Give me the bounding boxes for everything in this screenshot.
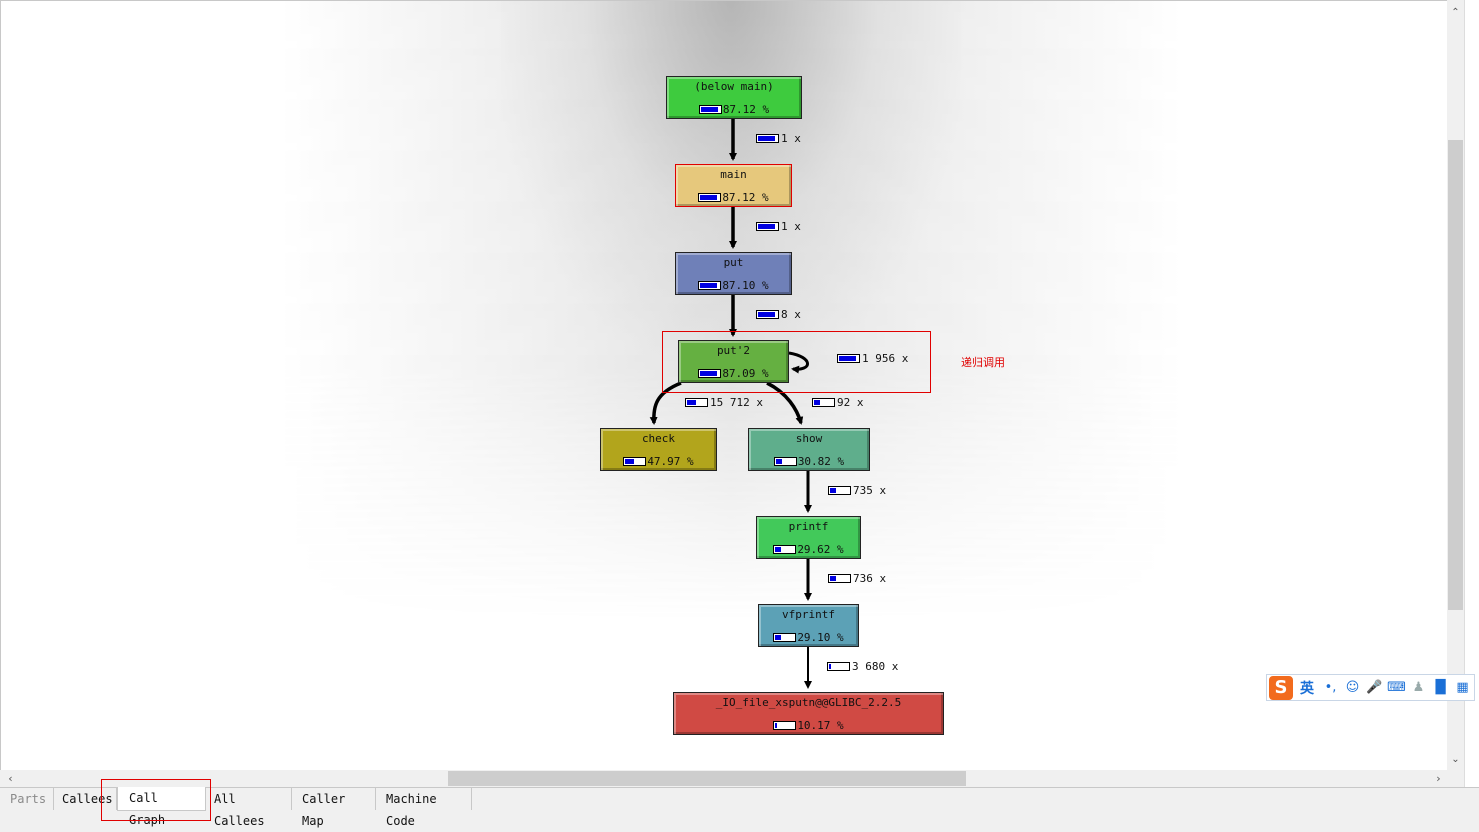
tab-all-callees[interactable]: All Callees	[206, 788, 292, 828]
edge-label[interactable]: 8 x	[756, 308, 801, 321]
node-name: put	[723, 256, 744, 269]
emoji-icon[interactable]: ☺	[1345, 680, 1360, 695]
user-icon[interactable]: ♟	[1412, 680, 1425, 695]
right-panel-edge	[1464, 0, 1479, 787]
recursion-highlight-box	[662, 331, 931, 393]
cost-bar	[698, 105, 722, 114]
scroll-left-icon[interactable]: ‹	[8, 772, 13, 785]
node-cost: 87.12 %	[722, 103, 770, 116]
edge-put2-to-show	[766, 381, 804, 425]
node-io-file-xsputn[interactable]: _IO_file_xsputn@@GLIBC_2.2.5 10.17 %	[673, 692, 944, 735]
edge-label[interactable]: 92 x	[812, 396, 864, 409]
cost-bar	[773, 721, 797, 730]
node-cost: 29.62 %	[797, 543, 844, 556]
node-cost: 87.10 %	[722, 279, 769, 292]
node-check[interactable]: check 47.97 %	[600, 428, 717, 471]
edge-calls: 736 x	[853, 572, 887, 585]
sogou-logo-icon[interactable]: S	[1269, 675, 1293, 700]
edge-label[interactable]: 3 680 x	[827, 660, 898, 673]
horizontal-scrollbar[interactable]: ‹ ›	[0, 770, 1447, 787]
call-bar	[837, 354, 860, 363]
node-name: (below main)	[694, 80, 774, 93]
node-name: vfprintf	[782, 608, 835, 621]
recursion-annotation: 递归调用	[961, 356, 1005, 369]
cost-bar	[773, 457, 797, 466]
tab-bar: Parts Callees Call Graph All Callees Cal…	[0, 779, 1479, 828]
node-cost: 87.12 %	[722, 191, 769, 204]
edge-label[interactable]: 736 x	[828, 572, 886, 585]
menu-grid-icon[interactable]: ▦	[1456, 680, 1469, 695]
node-put2[interactable]: put'2 87.09 %	[678, 340, 789, 383]
call-graph-canvas[interactable]: (below main) 87.12 % main 87.12 % put 87…	[0, 0, 1447, 770]
edge-calls: 3 680 x	[852, 660, 899, 673]
ime-toolbar[interactable]: S 英 •, ☺ 🎤 ⌨ ♟ █ ▦	[1266, 674, 1475, 701]
call-bar	[828, 574, 851, 583]
tab-parts[interactable]: Parts	[2, 788, 54, 810]
edge-calls: 15 712 x	[710, 396, 763, 409]
node-name: printf	[788, 520, 829, 533]
edge-calls: 735 x	[853, 484, 887, 497]
tab-machine-code[interactable]: Machine Code	[376, 788, 472, 828]
node-put[interactable]: put 87.10 %	[675, 252, 792, 295]
active-tab-highlight-box	[101, 779, 211, 821]
call-bar	[685, 398, 708, 407]
call-bar	[812, 398, 835, 407]
call-bar	[756, 310, 779, 319]
node-cost: 87.09 %	[722, 367, 769, 380]
scroll-right-icon[interactable]: ›	[1436, 772, 1441, 785]
skin-icon[interactable]: █	[1435, 680, 1446, 695]
node-name: _IO_file_xsputn@@GLIBC_2.2.5	[715, 696, 902, 709]
vertical-scrollbar[interactable]: ⌃ ⌄	[1447, 0, 1464, 770]
node-cost: 47.97 %	[647, 455, 694, 468]
edge-calls: 1 x	[781, 132, 801, 145]
node-main[interactable]: main 87.12 %	[675, 164, 792, 207]
tab-caller-map[interactable]: Caller Map	[292, 788, 376, 828]
edge-label[interactable]: 735 x	[828, 484, 886, 497]
edge-label[interactable]: 1 x	[756, 132, 801, 145]
tab-callees[interactable]: Callees	[54, 788, 117, 810]
edge-put2-to-check	[649, 381, 682, 425]
node-printf[interactable]: printf 29.62 %	[756, 516, 861, 559]
node-name: show	[795, 432, 823, 445]
edge-label[interactable]: 1 x	[756, 220, 801, 233]
node-name: put'2	[716, 344, 751, 357]
call-bar	[828, 486, 851, 495]
cost-bar	[623, 457, 647, 466]
node-show[interactable]: show 30.82 %	[748, 428, 870, 471]
keyboard-icon[interactable]: ⌨	[1387, 680, 1406, 695]
cost-bar	[773, 545, 797, 554]
edge-calls: 1 x	[781, 220, 801, 233]
edge-calls: 8 x	[781, 308, 801, 321]
call-bar	[756, 134, 779, 143]
edge-put2-self	[788, 351, 809, 374]
cost-bar	[698, 193, 722, 202]
call-bar	[827, 662, 850, 671]
edge-calls: 1 956 x	[862, 352, 909, 365]
vertical-scroll-thumb[interactable]	[1448, 140, 1463, 610]
microphone-icon[interactable]: 🎤	[1366, 680, 1383, 695]
node-name: check	[641, 432, 676, 445]
edge-label-recursive[interactable]: 1 956 x	[837, 352, 908, 365]
edge-calls: 92 x	[837, 396, 864, 409]
call-bar	[756, 222, 779, 231]
edge-label[interactable]: 15 712 x	[685, 396, 763, 409]
cost-bar	[698, 369, 722, 378]
punctuation-icon[interactable]: •,	[1324, 680, 1337, 695]
scroll-down-icon[interactable]: ⌄	[1451, 754, 1460, 765]
node-vfprintf[interactable]: vfprintf 29.10 %	[758, 604, 859, 647]
node-cost: 10.17 %	[797, 719, 844, 732]
cost-bar	[773, 633, 797, 642]
cost-bar	[698, 281, 722, 290]
node-below-main[interactable]: (below main) 87.12 %	[666, 76, 802, 119]
graph-edges	[649, 119, 812, 689]
scroll-up-icon[interactable]: ⌃	[1451, 7, 1460, 18]
horizontal-scroll-thumb[interactable]	[448, 771, 966, 786]
ime-language-toggle[interactable]: 英	[1300, 680, 1314, 697]
node-cost: 29.10 %	[797, 631, 844, 644]
node-cost: 30.82 %	[797, 455, 845, 468]
node-name: main	[720, 168, 747, 181]
